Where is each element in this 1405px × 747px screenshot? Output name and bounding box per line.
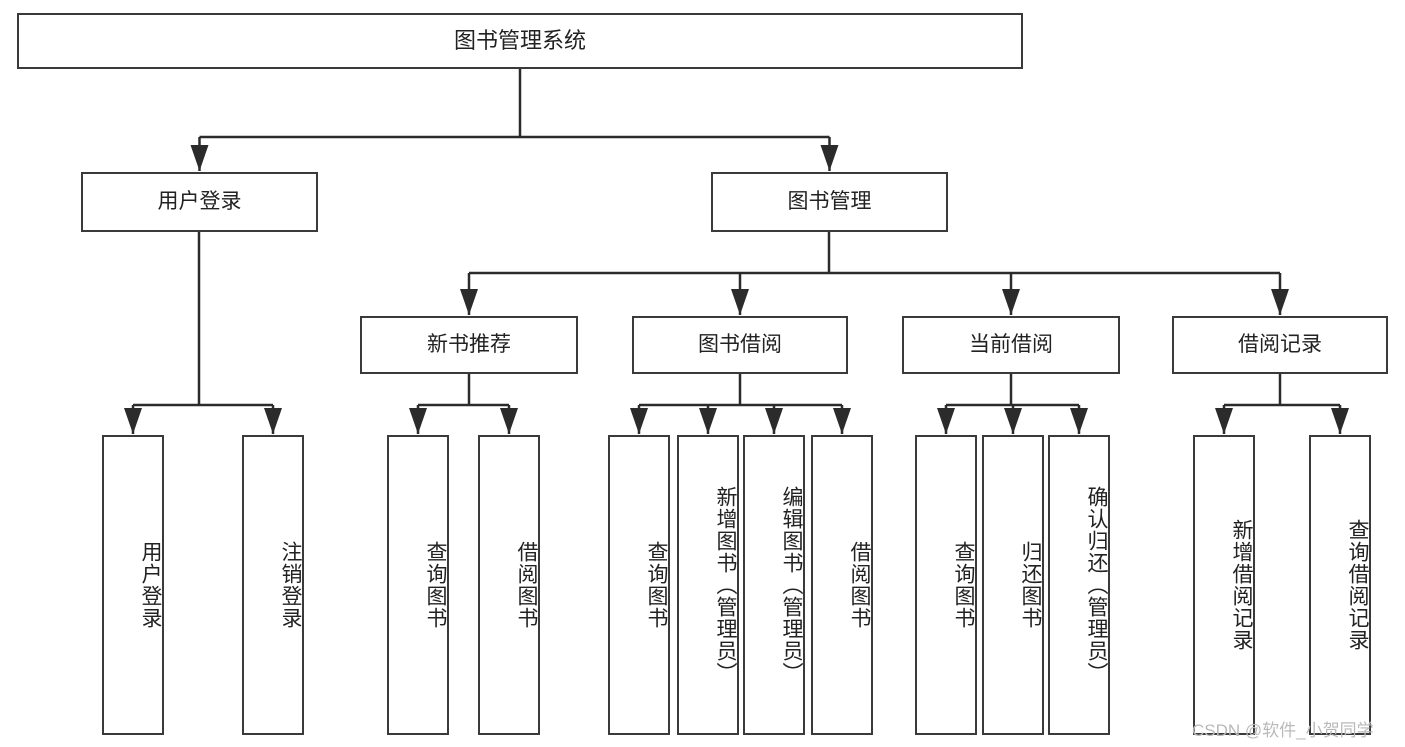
node-book-borrow[interactable]: 图书借阅 — [632, 316, 848, 374]
arrow-head-icon — [500, 408, 518, 434]
arrow-head-icon — [820, 145, 839, 171]
arrow-head-icon — [937, 408, 955, 434]
node-label: 确认归还（管理员） — [1085, 486, 1108, 684]
arrow-head-icon — [124, 408, 142, 434]
node-label: 图书管理系统 — [453, 28, 586, 54]
node-current-borrow[interactable]: 当前借阅 — [902, 316, 1120, 374]
node-label: 查询借阅记录 — [1346, 519, 1369, 651]
arrow-head-icon — [765, 408, 783, 434]
node-label: 借阅图书 — [515, 541, 538, 629]
node-leaf-query-record[interactable]: 查询借阅记录 — [1309, 435, 1371, 735]
arrow-head-icon — [190, 145, 209, 171]
arrow-head-icon — [1271, 289, 1289, 315]
node-borrow-record[interactable]: 借阅记录 — [1172, 316, 1388, 374]
node-leaf-query-book-3[interactable]: 查询图书 — [915, 435, 977, 735]
arrow-head-icon — [630, 408, 648, 434]
node-label: 新书推荐 — [427, 332, 511, 356]
node-leaf-borrow-book-1[interactable]: 借阅图书 — [478, 435, 540, 735]
arrow-head-icon — [1004, 408, 1022, 434]
node-leaf-user-login[interactable]: 用户登录 — [102, 435, 164, 735]
node-label: 归还图书 — [1019, 541, 1042, 629]
node-label: 新增图书（管理员） — [714, 486, 737, 684]
node-book-manage[interactable]: 图书管理 — [711, 172, 948, 232]
node-leaf-add-book[interactable]: 新增图书（管理员） — [677, 435, 739, 735]
arrow-head-icon — [1215, 408, 1233, 434]
node-leaf-add-record[interactable]: 新增借阅记录 — [1193, 435, 1255, 735]
arrow-head-icon — [409, 408, 427, 434]
node-label: 借阅图书 — [848, 541, 871, 629]
node-label: 查询图书 — [952, 541, 975, 629]
node-label: 当前借阅 — [969, 332, 1053, 356]
node-leaf-confirm-return[interactable]: 确认归还（管理员） — [1048, 435, 1110, 735]
node-root[interactable]: 图书管理系统 — [17, 13, 1023, 69]
arrow-head-icon — [460, 289, 478, 315]
node-label: 用户登录 — [139, 541, 162, 629]
arrow-head-icon — [699, 408, 717, 434]
node-label: 编辑图书（管理员） — [780, 486, 803, 684]
arrow-head-icon — [264, 408, 282, 434]
arrow-head-icon — [1002, 289, 1020, 315]
arrow-head-icon — [1070, 408, 1088, 434]
node-label: 新增借阅记录 — [1230, 519, 1253, 651]
node-user-login[interactable]: 用户登录 — [81, 172, 318, 232]
csdn-watermark: CSDN @软件_小贺同学 — [1192, 721, 1374, 740]
node-leaf-query-book-2[interactable]: 查询图书 — [608, 435, 670, 735]
node-leaf-return-book[interactable]: 归还图书 — [982, 435, 1044, 735]
node-label: 注销登录 — [279, 541, 302, 629]
arrow-head-icon — [1331, 408, 1349, 434]
node-leaf-query-book-1[interactable]: 查询图书 — [387, 435, 449, 735]
node-leaf-borrow-book-2[interactable]: 借阅图书 — [811, 435, 873, 735]
node-label: 图书管理 — [787, 189, 872, 213]
node-label: 借阅记录 — [1238, 332, 1322, 356]
node-label: 查询图书 — [645, 541, 668, 629]
node-label: 图书借阅 — [698, 332, 782, 356]
node-new-book-rec[interactable]: 新书推荐 — [360, 316, 578, 374]
node-leaf-user-logout[interactable]: 注销登录 — [242, 435, 304, 735]
node-label: 查询图书 — [424, 541, 447, 629]
node-leaf-edit-book[interactable]: 编辑图书（管理员） — [743, 435, 805, 735]
node-label: 用户登录 — [157, 189, 242, 213]
arrow-head-icon — [833, 408, 851, 434]
arrow-head-icon — [731, 289, 749, 315]
